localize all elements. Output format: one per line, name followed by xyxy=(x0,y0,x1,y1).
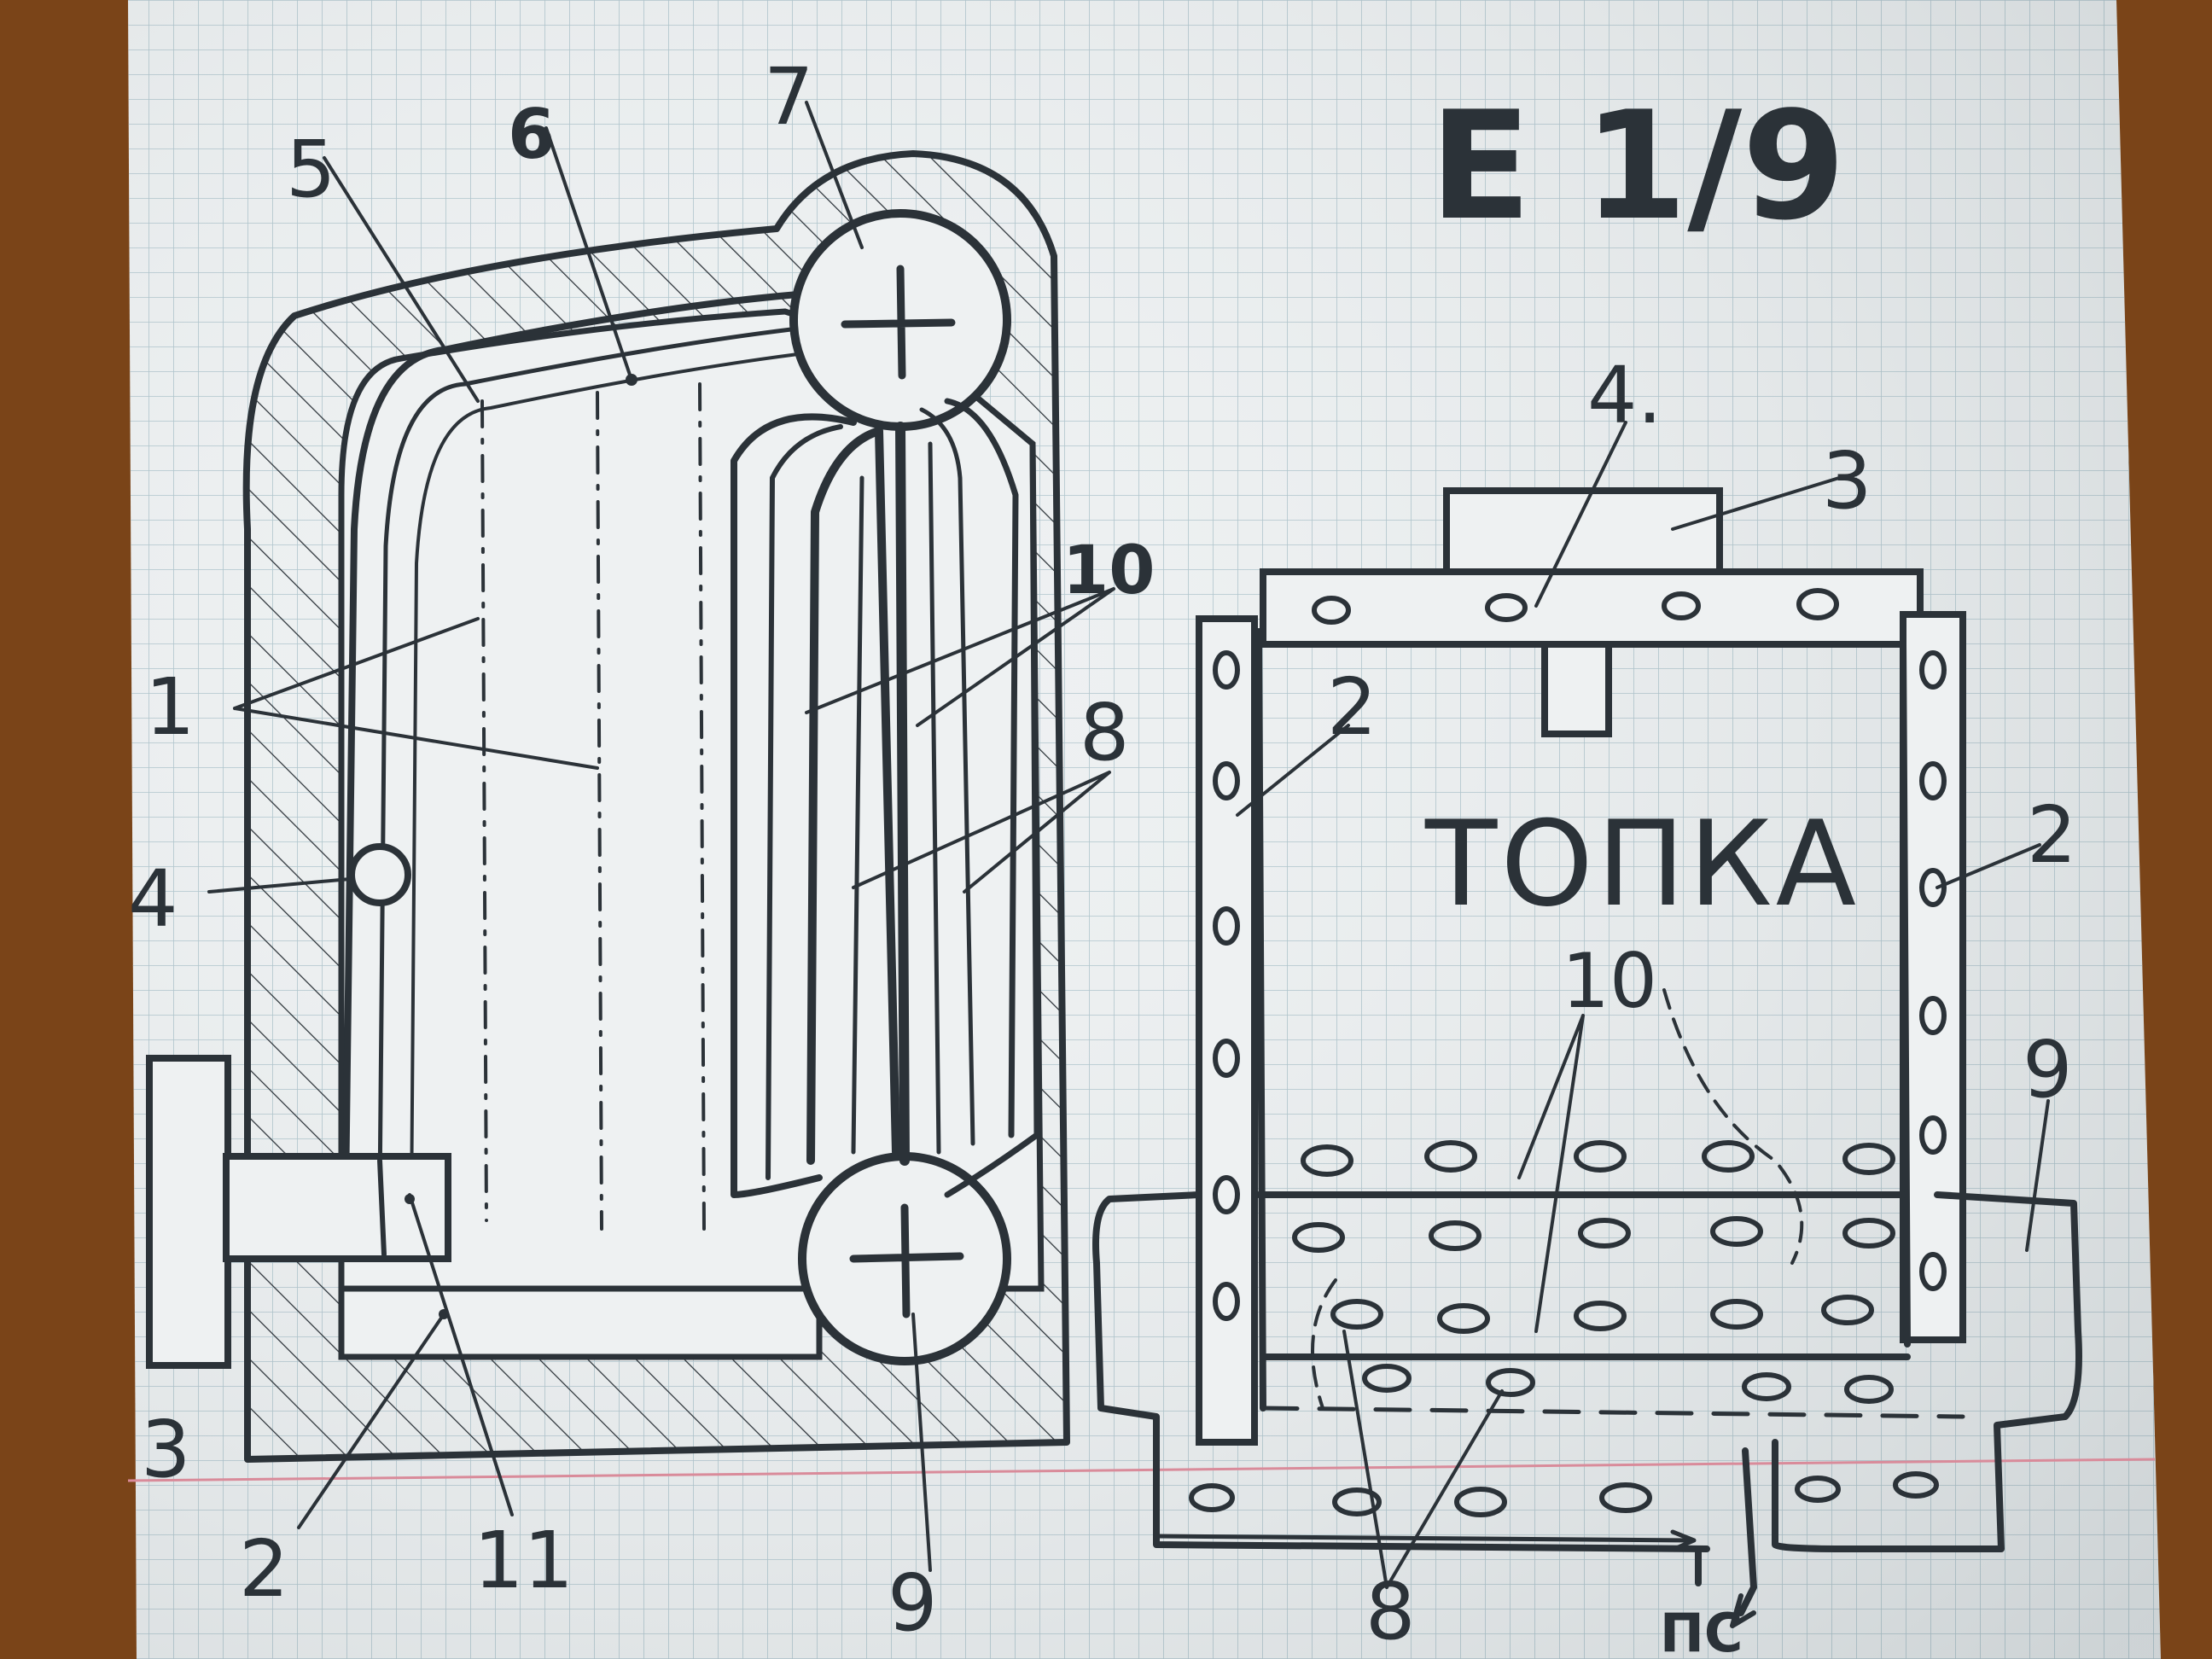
convection-tube-5 xyxy=(928,441,941,1155)
axis-2 xyxy=(596,391,603,1231)
screen-tube-inner xyxy=(377,326,800,1197)
callout-right-3: 3 xyxy=(1822,435,1872,527)
top-drum-holes xyxy=(1312,588,1839,625)
right-view: ТОПКА 2 2 3 4. 8 9 10 ПС xyxy=(1092,350,2082,1659)
callout-right-10: 10 xyxy=(1562,937,1657,1025)
left-view: 1 2 3 4 5 6 7 8 9 10 11 xyxy=(128,51,1155,1649)
callout-right-2b: 2 xyxy=(2027,789,2077,881)
upper-drum-cross xyxy=(841,265,956,380)
screen-tube-outer xyxy=(410,352,800,1214)
screen-tube xyxy=(342,291,801,1198)
diagram-title: E 1/9 xyxy=(1429,80,1846,253)
callout-8: 8 xyxy=(1080,687,1130,778)
convection-tube-7 xyxy=(944,398,1019,1138)
callout-2: 2 xyxy=(239,1523,289,1615)
bottom-grate xyxy=(338,1285,823,1360)
leader-lines-right xyxy=(1236,421,2050,1589)
convection-bundle-outer xyxy=(731,413,857,1198)
bottom-drum xyxy=(1092,1191,2082,1552)
top-drum xyxy=(1260,568,1924,648)
axis-3 xyxy=(698,382,706,1231)
callout-4: 4 xyxy=(128,853,178,945)
callout-5: 5 xyxy=(286,124,336,215)
leader-lines-left xyxy=(207,101,1115,1572)
callout-right-4: 4. xyxy=(1587,350,1662,441)
callout-9: 9 xyxy=(888,1557,938,1649)
convection-tube-1 xyxy=(765,424,843,1180)
right-side-collector xyxy=(1900,611,1966,1343)
lower-drum-cross xyxy=(849,1203,964,1318)
top-header-box xyxy=(1443,487,1723,575)
right-collector-holes xyxy=(1919,650,1947,1291)
callout-right-8: 8 xyxy=(1365,1566,1416,1657)
callout-6: 6 xyxy=(508,95,556,174)
top-nozzle xyxy=(1541,641,1612,737)
callout-3: 3 xyxy=(141,1404,191,1495)
flow-line xyxy=(1154,1534,1692,1543)
tube-ends xyxy=(1189,1140,1939,1517)
flue-label: ПС xyxy=(1660,1602,1743,1659)
callout-1: 1 xyxy=(145,661,195,753)
flue-outlet xyxy=(1695,1447,1757,1616)
convection-tube-4 xyxy=(895,422,910,1166)
callout-7: 7 xyxy=(764,51,814,143)
left-side-collector xyxy=(1196,615,1258,1446)
callout-10: 10 xyxy=(1062,533,1155,609)
convection-tube-6 xyxy=(919,407,975,1146)
collector-4 xyxy=(348,843,411,906)
furnace-label: ТОПКА xyxy=(1424,795,1860,933)
convection-tube-3 xyxy=(851,475,864,1155)
convection-tube-2 xyxy=(806,427,900,1165)
margin-line xyxy=(127,1458,2156,1482)
dashed-flow xyxy=(1311,988,1804,1410)
callout-right-9: 9 xyxy=(2023,1024,2073,1115)
callout-right-2a: 2 xyxy=(1327,661,1377,753)
left-collector-holes xyxy=(1213,650,1240,1321)
callout-11: 11 xyxy=(474,1515,573,1606)
burner-box xyxy=(146,1055,231,1369)
convection-baffle xyxy=(944,440,1040,1198)
burner-throat xyxy=(223,1153,451,1262)
